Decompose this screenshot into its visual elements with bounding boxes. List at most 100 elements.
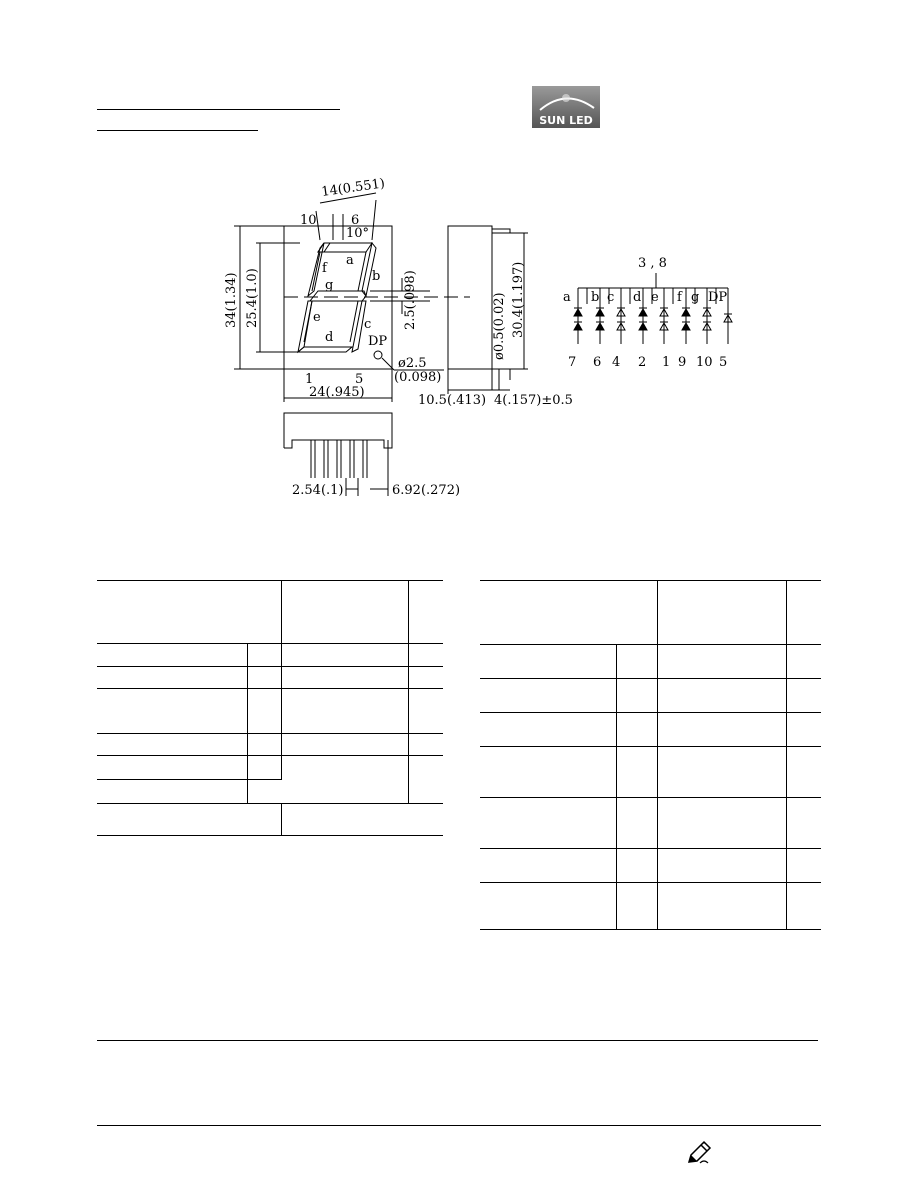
header-rule-1 — [97, 109, 340, 110]
table-cell — [616, 848, 659, 883]
table-cell — [616, 678, 659, 713]
dim-segment-width: 2.5(.098) — [403, 270, 418, 330]
table-cell — [657, 746, 788, 798]
table-cell — [480, 797, 617, 849]
table-cell — [786, 746, 821, 798]
circuit-seg-f: f — [677, 290, 683, 305]
table-cell — [97, 733, 248, 756]
table-cell — [786, 848, 821, 883]
table-cell — [786, 678, 821, 713]
table-cell — [657, 848, 788, 883]
footer-rule-1 — [97, 1040, 818, 1041]
table-header-cell — [408, 580, 443, 644]
dim-pin-diameter: ø0.5(0.02) — [492, 292, 507, 360]
dp-dot — [373, 350, 383, 360]
circuit-pin-9: 9 — [678, 355, 686, 370]
circuit-seg-d: d — [633, 290, 641, 305]
table-cell — [247, 779, 282, 804]
table-cell — [281, 666, 410, 689]
table-cell — [408, 688, 443, 734]
circuit-pin-2: 2 — [638, 355, 646, 370]
table-cell — [657, 882, 788, 930]
table-cell — [97, 803, 283, 836]
table-cell — [281, 755, 410, 804]
circuit-pin-5: 5 — [719, 355, 727, 370]
table-cell — [480, 644, 617, 679]
table-header-cell — [480, 580, 659, 645]
table-cell — [97, 688, 248, 734]
table-header-cell — [281, 580, 410, 644]
table-cell — [97, 755, 248, 780]
table-cell — [480, 848, 617, 883]
table-cell — [786, 712, 821, 747]
segment-label-c: c — [364, 317, 371, 332]
table-cell — [281, 643, 410, 667]
table-cell — [247, 733, 283, 756]
pin-label-10: 10 — [300, 213, 317, 228]
pencil-icon — [687, 1140, 712, 1164]
table-cell — [247, 643, 283, 667]
pin-label-1: 1 — [305, 372, 313, 387]
side-view-body — [447, 225, 493, 370]
table-header-cell — [786, 580, 821, 645]
circuit-seg-c: c — [607, 290, 614, 305]
circuit-seg-b: b — [591, 290, 599, 305]
table-cell — [247, 666, 283, 689]
table-cell — [616, 644, 659, 679]
circuit-pin-6: 6 — [593, 355, 601, 370]
dim-dp-diameter: ø2.5 — [398, 356, 427, 371]
dim-depth: 10.5(.413) — [418, 393, 486, 408]
table-cell — [480, 712, 617, 747]
segment-outline — [296, 241, 377, 354]
circuit-pin-1: 1 — [662, 355, 670, 370]
table-cell — [247, 755, 283, 780]
circuit-common-pins: 3 , 8 — [638, 256, 667, 271]
dp-label: DP — [368, 334, 387, 349]
segment-label-f: f — [322, 261, 328, 276]
table-cell — [247, 688, 283, 734]
table-cell — [786, 797, 821, 849]
circuit-pin-7: 7 — [568, 355, 576, 370]
package-drawing: 14(0.551) 10 6 10° a b c d e f g DP 34(1… — [224, 176, 733, 498]
circuit-pin-10: 10 — [696, 355, 713, 370]
dim-pin-out: 4(.157)±0.5 — [494, 393, 573, 408]
table-cell — [480, 678, 617, 713]
table-cell — [408, 666, 443, 689]
table-cell — [97, 643, 248, 667]
table-header-cell — [97, 580, 283, 644]
segment-label-d: d — [325, 330, 333, 345]
circuit-seg-dp: DP — [708, 290, 727, 305]
footer-rule-2 — [97, 1125, 821, 1126]
table-cell — [480, 746, 617, 798]
table-cell — [786, 644, 821, 679]
circuit-pin-4: 4 — [612, 355, 620, 370]
table-cell — [480, 882, 617, 930]
table-cell — [616, 882, 659, 930]
table-cell — [616, 797, 659, 849]
table-cell — [657, 644, 788, 679]
table-cell — [281, 688, 410, 734]
table-cell — [786, 882, 821, 930]
segment-label-b: b — [372, 269, 380, 284]
table-cell — [657, 712, 788, 747]
table-cell — [408, 733, 443, 756]
circuit-seg-a: a — [563, 290, 571, 305]
dim-pin-length: 30.4(1.197) — [511, 262, 526, 338]
dim-top-width: 14(0.551) — [320, 176, 385, 200]
angle-label: 10° — [346, 226, 369, 241]
logo-text: SUN LED — [539, 114, 593, 127]
sun-led-logo: SUN LED — [532, 86, 600, 128]
dim-width: 24(.945) — [309, 385, 365, 400]
pin-label-6: 6 — [351, 213, 359, 228]
circuit-seg-g: g — [691, 290, 699, 305]
dim-row-spacing: 6.92(.272) — [392, 483, 460, 498]
table-cell — [281, 733, 410, 756]
table-cell — [97, 779, 248, 804]
absolute-ratings-table — [97, 580, 443, 836]
table-cell — [408, 755, 443, 804]
dim-total-height: 34(1.34) — [224, 272, 239, 328]
electrical-characteristics-table — [480, 580, 821, 930]
header-rule-2 — [97, 130, 258, 131]
segment-label-a: a — [346, 253, 354, 268]
table-cell — [408, 643, 443, 667]
